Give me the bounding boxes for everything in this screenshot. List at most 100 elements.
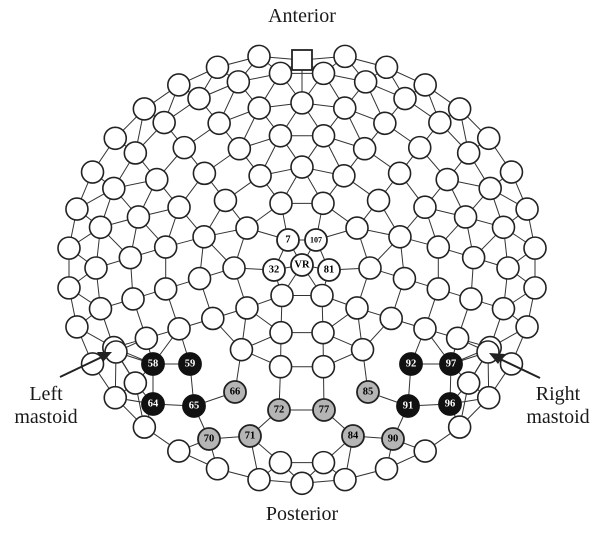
electrode <box>269 125 291 147</box>
electrode <box>354 138 376 160</box>
electrode <box>312 356 334 378</box>
electrode <box>58 237 80 259</box>
electrode-71-label: 71 <box>245 431 256 442</box>
electrode <box>311 285 333 307</box>
electrode <box>455 206 477 228</box>
electrode-85-label: 85 <box>363 387 374 398</box>
electrode <box>409 137 431 159</box>
electrode <box>168 440 190 462</box>
electrode <box>122 288 144 310</box>
electrode <box>103 177 125 199</box>
electrode <box>202 307 224 329</box>
electrode <box>291 156 313 178</box>
left-mastoid-label-line2: mastoid <box>14 406 77 428</box>
electrode <box>189 268 211 290</box>
electrode <box>90 216 112 238</box>
electrode <box>478 127 500 149</box>
electrode <box>478 387 500 409</box>
electrode <box>119 247 141 269</box>
electrode <box>352 339 374 361</box>
electrode <box>230 339 252 361</box>
electrode <box>447 327 469 349</box>
electrode <box>492 216 514 238</box>
electrode-107-label: 107 <box>310 236 322 245</box>
electrode <box>269 452 291 474</box>
electrode <box>173 137 195 159</box>
electrode <box>334 97 356 119</box>
electrode <box>124 372 146 394</box>
electrode <box>393 268 415 290</box>
posterior-label: Posterior <box>266 503 339 525</box>
electrode <box>208 112 230 134</box>
reference-square <box>292 50 312 70</box>
electrode <box>427 278 449 300</box>
electrode-92-label: 92 <box>406 359 417 370</box>
electrode <box>334 45 356 67</box>
electrode <box>460 288 482 310</box>
electrode <box>248 97 270 119</box>
electrode <box>248 469 270 491</box>
electrode <box>313 452 335 474</box>
electrode <box>270 356 292 378</box>
electrode <box>270 322 292 344</box>
electrode <box>346 297 368 319</box>
electrode <box>516 198 538 220</box>
electrode <box>223 257 245 279</box>
electrode-59-label: 59 <box>185 359 196 370</box>
electrode <box>82 161 104 183</box>
electrode-65-label: 65 <box>189 401 200 412</box>
electrode-81-label: 81 <box>324 265 335 276</box>
electrode <box>458 142 480 164</box>
right-mastoid-label-line2: mastoid <box>526 406 589 428</box>
electrode <box>414 74 436 96</box>
electrode <box>333 165 355 187</box>
electrode <box>227 71 249 93</box>
electrode <box>291 92 313 114</box>
electrode <box>90 298 112 320</box>
electrode <box>248 45 270 67</box>
electrode <box>458 372 480 394</box>
electrode <box>236 297 258 319</box>
electrode-32-label: 32 <box>269 265 280 276</box>
electrode <box>312 322 334 344</box>
electrode-90-label: 90 <box>388 434 399 445</box>
electrode <box>376 56 398 78</box>
electrode <box>155 236 177 258</box>
electrode <box>269 62 291 84</box>
electrode-7-label: 7 <box>285 235 290 246</box>
electrode <box>193 162 215 184</box>
electrode <box>66 198 88 220</box>
electrode-91-label: 91 <box>403 401 414 412</box>
electrode <box>414 318 436 340</box>
electrode <box>376 458 398 480</box>
electrode <box>516 316 538 338</box>
electrode <box>206 458 228 480</box>
electrode <box>270 192 292 214</box>
electrode <box>394 88 416 110</box>
electrode <box>135 327 157 349</box>
electrode-58-label: 58 <box>148 359 159 370</box>
electrode <box>374 112 396 134</box>
electrode-70-label: 70 <box>204 434 215 445</box>
electrode-72-label: 72 <box>274 405 285 416</box>
electrode <box>133 416 155 438</box>
electrode <box>66 316 88 338</box>
electrode <box>429 112 451 134</box>
electrode <box>524 277 546 299</box>
electrode <box>206 56 228 78</box>
electrode <box>271 285 293 307</box>
electrode <box>389 226 411 248</box>
electrode-vr-label: VR <box>294 260 310 271</box>
electrode <box>153 112 175 134</box>
electrode <box>436 169 458 191</box>
electrode <box>492 298 514 320</box>
electrode-84-label: 84 <box>348 431 359 442</box>
electrode <box>193 226 215 248</box>
electrode <box>312 192 334 214</box>
electrode <box>380 307 402 329</box>
electrode <box>168 74 190 96</box>
electrode <box>359 257 381 279</box>
anterior-label: Anterior <box>268 5 336 27</box>
